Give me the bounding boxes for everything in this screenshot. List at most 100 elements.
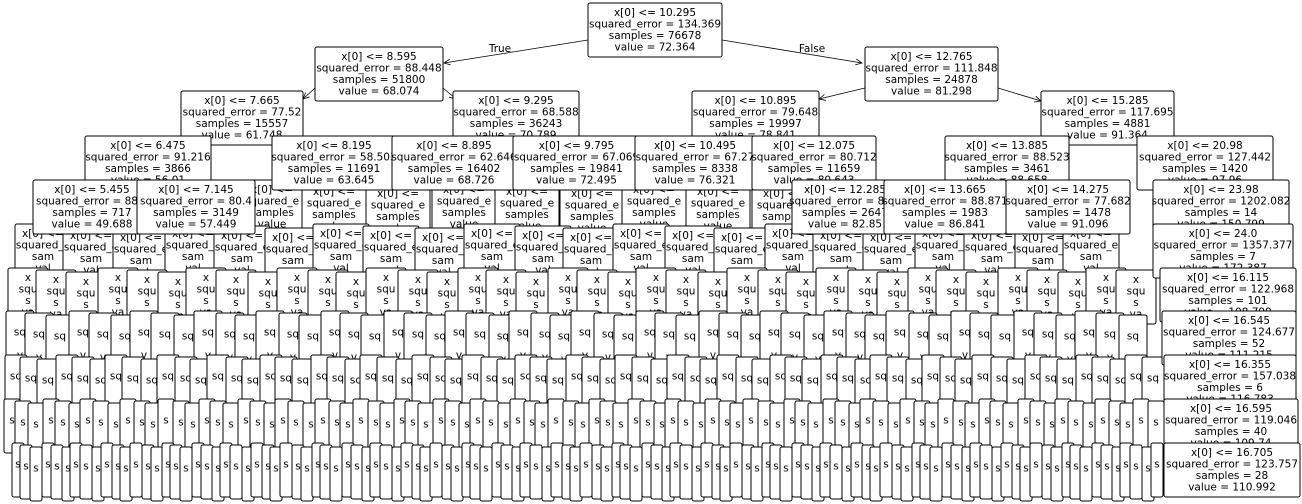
dense-node-d10: s <box>129 442 143 498</box>
dense-node-d6-line-2: s <box>25 295 30 307</box>
dense-node-d10: s <box>179 446 193 502</box>
dense-node-d8-line-1: sq <box>722 371 734 383</box>
tree-node-n-rl-line-2: samples = 19997 <box>709 118 802 130</box>
dense-node-d10-line-1: s <box>133 459 138 471</box>
dense-node-d9-line-1: s <box>633 415 638 427</box>
dense-node-d7-line-1: sq <box>369 331 381 343</box>
dense-node-d10-line-1: s <box>354 461 359 473</box>
dense-node-d5-line-1: squared_e <box>465 240 519 252</box>
dense-node-d4_fill-line-2: samples <box>696 209 740 221</box>
dense-node-d6-line-0: x <box>744 272 750 284</box>
tree-node-n-lr-line-1: squared_error = 68.588 <box>453 107 578 119</box>
dense-node-d9-line-1: s <box>190 419 195 431</box>
dense-node-d5-line-1: squared_e <box>516 242 570 254</box>
dense-node-d8: sq <box>326 356 350 412</box>
dense-node-d10-box <box>1150 442 1164 498</box>
dense-node-d10: s <box>719 446 733 502</box>
dense-node-d6-line-0: x <box>415 274 421 286</box>
tree-node-d3-b-line-0: x[0] <= 8.195 <box>296 140 371 152</box>
dense-node-d10-line-1: s <box>1045 461 1050 473</box>
tree-node-d6-r-line-1: squared_error = 122.968 <box>1162 284 1294 296</box>
dense-node-d6-line-2: s <box>475 295 480 307</box>
dense-node-d9-line-1: s <box>958 417 963 429</box>
tree-node-d4-n-line-2: samples = 1983 <box>902 207 988 219</box>
dense-node-d6-line-0: x <box>715 276 721 288</box>
dense-node-d10: s <box>200 444 214 500</box>
dense-node-d10-line-1: s <box>773 461 778 473</box>
dense-node-d6-line-0: x <box>803 276 809 288</box>
dense-node-d7: sqv <box>823 310 853 366</box>
dense-node-d10: s <box>229 444 243 500</box>
dense-node-d10: s <box>79 444 93 500</box>
dense-node-d4_fill-line-1: squared_e <box>437 196 491 208</box>
dense-node-d9-line-1: s <box>1153 417 1158 429</box>
dense-node-d5-line-1: squared_e <box>166 240 220 252</box>
dense-node-d9-line-1: s <box>320 415 325 427</box>
dense-node-d9-line-1: s <box>763 417 768 429</box>
dense-node-d4_fill-line-1: squared_e <box>565 200 619 212</box>
dense-node-d5-line-2: sam <box>731 255 753 267</box>
dense-node-d8-line-1: sq <box>1030 371 1042 383</box>
dense-node-d10-line-1: s <box>73 459 78 471</box>
dense-node-d4_fill-line-1: squared_e <box>245 196 299 208</box>
dense-node-d10-line-1: s <box>645 459 650 471</box>
dense-node-d8-line-1: sq <box>977 371 989 383</box>
dense-node-d9-line-1: s <box>488 417 493 429</box>
tree-node-n-ll-line-0: x[0] <= 7.665 <box>204 95 279 107</box>
dense-node-d10: s <box>529 444 543 500</box>
tree-node-d3-e-line-2: samples = 8338 <box>652 163 738 175</box>
dense-node-d6-line-1: squ <box>738 284 757 296</box>
dense-node-d6-line-1: squ <box>109 284 128 296</box>
dense-node-d6-line-1: squ <box>1038 286 1057 298</box>
dense-node-d6-line-2: s <box>653 295 658 307</box>
dense-node-d5-line-2: sam <box>880 255 902 267</box>
dense-node-d8-line-1: sq <box>1045 373 1057 385</box>
tree-node-n-rl-line-0: x[0] <= 10.895 <box>714 95 796 107</box>
dense-node-d9-line-1: s <box>1125 419 1130 431</box>
dense-node-d9-line-1: s <box>540 419 545 431</box>
dense-node-d10-line-1: s <box>33 463 38 475</box>
edge-labels: True False <box>488 43 825 55</box>
tree-node-d4-n-line-3: value = 86.841 <box>905 219 986 231</box>
dense-node-d4_fill-line-1: squared_e <box>371 200 425 212</box>
dense-node-d9-line-1: s <box>984 415 989 427</box>
dense-node-d7-line-3: v <box>857 352 863 364</box>
dense-node-d6-line-1: squ <box>438 288 457 300</box>
dense-node-d7-line-1: sq <box>474 329 486 341</box>
dense-node-d9-line-1: s <box>605 417 610 429</box>
dense-node-d8-line-1: sq <box>401 375 413 387</box>
dense-node-d5-line-1: squared_e <box>614 240 668 252</box>
dense-node-d5-line-1: squared_e <box>266 244 320 256</box>
tree-node-d3-h-line-0: x[0] <= 20.98 <box>1167 140 1242 152</box>
dense-node-d9-line-1: s <box>893 419 898 431</box>
dense-node-d6-line-0: x <box>53 274 59 286</box>
tree-node-d4-p-line-0: x[0] <= 23.98 <box>1183 184 1258 196</box>
dense-node-d5-line-1: squared_e <box>114 244 168 256</box>
tree-node-d3-c-line-0: x[0] <= 8.895 <box>416 140 491 152</box>
dense-node-d9-line-1: s <box>308 419 313 431</box>
tree-node-d4-m-line-0: x[0] <= 12.285 <box>804 184 886 196</box>
tree-node-d8-r-line-1: squared_error = 157.038 <box>1164 371 1296 383</box>
dense-node-d9-line-1: s <box>618 419 623 431</box>
dense-node-d10-line-1: s <box>145 461 150 473</box>
tree-node-n-rr-line-0: x[0] <= 15.285 <box>1066 95 1148 107</box>
dense-node-d6-line-0: x <box>233 274 239 286</box>
dense-node-d10: s <box>379 444 393 500</box>
dense-node-d5-line-1: squared_e <box>766 240 820 252</box>
dense-node-d10-line-1: s <box>315 459 320 471</box>
dense-node-d7-line-1: sq <box>1127 331 1139 343</box>
tree-node-d5-r-line-2: samples = 7 <box>1190 251 1256 263</box>
dense-node-d8-line-1: sq <box>637 373 649 385</box>
dense-node-d8-line-1: sq <box>77 373 89 385</box>
dense-node-d10-line-1: s <box>595 461 600 473</box>
dense-node-d10-line-1: s <box>95 463 100 475</box>
